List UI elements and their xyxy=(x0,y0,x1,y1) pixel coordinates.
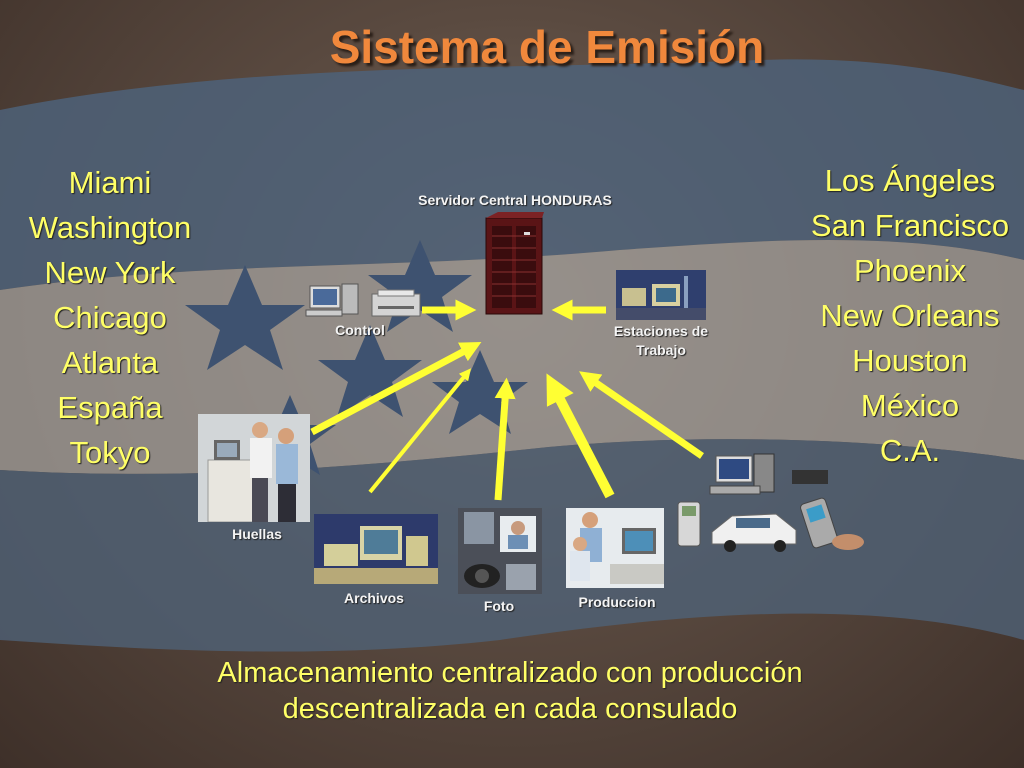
city-item: Los Ángeles xyxy=(824,163,996,198)
production-label: Produccion xyxy=(578,594,656,610)
archives-image xyxy=(314,514,438,584)
arrow-production-to-server xyxy=(546,373,615,499)
caption-line-2: descentralizada en cada consulado xyxy=(282,693,738,725)
caption-line-1: Almacenamiento centralizado con producci… xyxy=(217,657,803,689)
right-city-list: Los Ángeles San Francisco Phoenix New Or… xyxy=(810,162,1010,477)
city-item: Washington xyxy=(28,210,192,245)
mobile-devices-image xyxy=(677,453,864,552)
photo-image xyxy=(458,508,542,594)
left-city-list: Miami Washington New York Chicago Atlant… xyxy=(10,160,210,475)
city-item: España xyxy=(57,390,163,425)
workstations-label: Estaciones de Trabajo xyxy=(613,323,709,358)
city-item: New York xyxy=(44,255,176,290)
caption: Almacenamiento centralizado con producci… xyxy=(150,655,870,727)
city-item: C.A. xyxy=(879,433,941,468)
fingerprints-label: Huellas xyxy=(232,526,282,542)
city-item: New Orleans xyxy=(820,298,1000,333)
production-image xyxy=(566,508,664,588)
city-item: Tokyo xyxy=(69,435,151,470)
server-icon xyxy=(485,212,544,315)
arrow-mobile-to-server xyxy=(579,371,704,459)
city-item: Chicago xyxy=(53,300,167,335)
city-item: Houston xyxy=(852,343,968,378)
workstations-image xyxy=(616,270,706,320)
control-computer-icon xyxy=(305,283,421,317)
city-item: México xyxy=(860,388,960,423)
city-item: Phoenix xyxy=(853,253,967,288)
server-label: Servidor Central HONDURAS xyxy=(418,192,612,208)
city-item: San Francisco xyxy=(810,208,1010,243)
city-item: Miami xyxy=(68,165,152,200)
archives-label: Archivos xyxy=(344,590,404,606)
arrow-photo-to-server xyxy=(494,377,516,501)
arrow-fingerprints-to-server xyxy=(310,342,482,436)
page-title: Sistema de Emisión xyxy=(329,21,765,73)
control-label: Control xyxy=(335,322,385,338)
photo-label: Foto xyxy=(483,598,515,614)
fingerprints-image xyxy=(198,414,310,522)
arrow-archives-to-server xyxy=(368,368,472,494)
city-item: Atlanta xyxy=(61,345,159,380)
